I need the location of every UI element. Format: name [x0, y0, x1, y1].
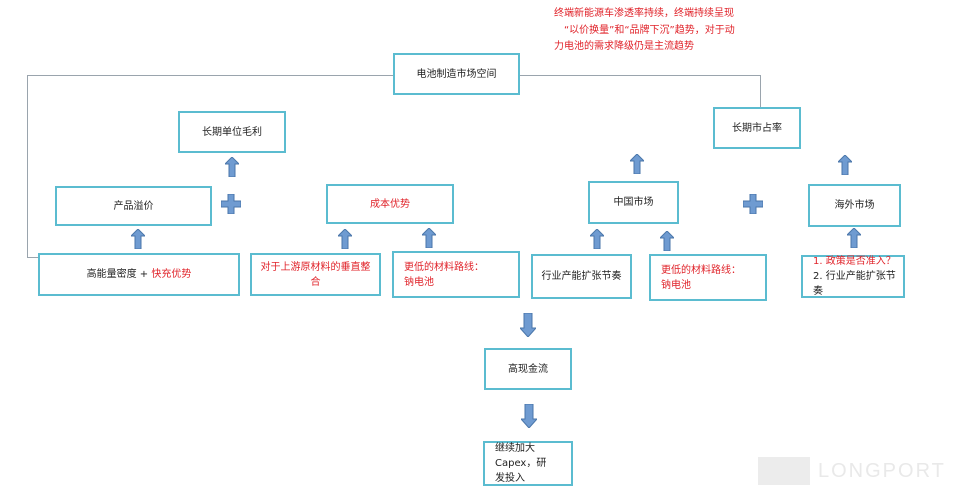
tech-advantage-label-b: 快充优势 [151, 269, 192, 280]
cash-flow-node: 高现金流 [484, 348, 572, 390]
note-line-2: “以价换量”和“品牌下沉”趋势，对于动 [564, 24, 735, 36]
overseas-market-label: 海外市场 [834, 200, 875, 211]
arrow-down-icon [520, 313, 536, 337]
long-term-margin-node: 长期单位毛利 [178, 111, 286, 153]
connector-left-top [27, 75, 394, 76]
policy-node: 1. 政策是否准入？ 2. 行业产能扩张节奏 [801, 255, 905, 298]
plus-icon [221, 194, 241, 214]
policy-line-1: 1. 政策是否准入？ [813, 256, 896, 267]
arrow-up-icon [847, 228, 861, 248]
tech-advantage-node: 高能量密度 + 快充优势 [38, 253, 240, 296]
tech-advantage-label-a: 高能量密度 + [86, 269, 152, 280]
watermark-logo [758, 457, 810, 485]
market-space-label: 电池制造市场空间 [416, 68, 497, 80]
long-term-margin-label: 长期单位毛利 [202, 126, 262, 138]
cost-advantage-label: 成本优势 [370, 198, 410, 210]
capex-line-1: 继续加大Capex，研 [495, 443, 547, 469]
capex-line-2: 发投入 [495, 473, 525, 484]
vertical-integration-label: 对于上游原材料的垂直整合 [260, 261, 371, 288]
arrow-up-icon [338, 229, 352, 249]
product-premium-node: 产品溢价 [55, 186, 212, 226]
note-line-1: 终端新能源车渗透率持续，终端持续呈现 [554, 8, 734, 19]
connector-right-vertical [760, 75, 761, 107]
material-route-1-line-1: 更低的材料路线： [404, 261, 484, 273]
plus-icon [743, 194, 763, 214]
arrow-up-icon [225, 157, 239, 177]
china-market-node: 中国市场 [588, 181, 679, 224]
note-text: 终端新能源车渗透率持续，终端持续呈现 “以价换量”和“品牌下沉”趋势，对于动 力… [554, 6, 754, 56]
arrow-up-icon [660, 231, 674, 251]
long-term-share-node: 长期市占率 [713, 107, 801, 149]
market-space-node: 电池制造市场空间 [393, 53, 520, 95]
cash-flow-label: 高现金流 [508, 363, 548, 375]
china-market-label: 中国市场 [613, 197, 654, 208]
capacity-pace-label: 行业产能扩张节奏 [541, 271, 622, 282]
arrow-up-icon [630, 154, 644, 174]
vertical-integration-node: 对于上游原材料的垂直整合 [250, 253, 381, 296]
arrow-up-icon [131, 229, 145, 249]
watermark-text: LONGPORT [818, 460, 946, 482]
arrow-up-icon [590, 229, 604, 249]
product-premium-label: 产品溢价 [113, 200, 154, 212]
arrow-down-icon [521, 404, 537, 428]
note-line-3: 力电池的需求降级仍是主流趋势 [554, 41, 694, 52]
material-route-node-1: 更低的材料路线： 钠电池 [392, 251, 520, 298]
material-route-node-2: 更低的材料路线： 钠电池 [649, 254, 767, 301]
cost-advantage-node: 成本优势 [326, 184, 454, 224]
connector-left-bottom [27, 257, 39, 258]
material-route-1-line-2: 钠电池 [404, 276, 434, 288]
connector-left-vertical [27, 75, 28, 258]
capex-node: 继续加大Capex，研 发投入 [483, 441, 573, 486]
policy-line-2: 2. 行业产能扩张节奏 [813, 271, 896, 297]
capacity-pace-node: 行业产能扩张节奏 [531, 254, 632, 299]
material-route-2-line-1: 更低的材料路线： [661, 264, 741, 276]
arrow-up-icon [422, 228, 436, 248]
arrow-up-icon [838, 155, 852, 175]
material-route-2-line-2: 钠电池 [661, 279, 691, 291]
overseas-market-node: 海外市场 [808, 184, 901, 227]
connector-right-top [520, 75, 760, 76]
long-term-share-label: 长期市占率 [732, 122, 782, 134]
